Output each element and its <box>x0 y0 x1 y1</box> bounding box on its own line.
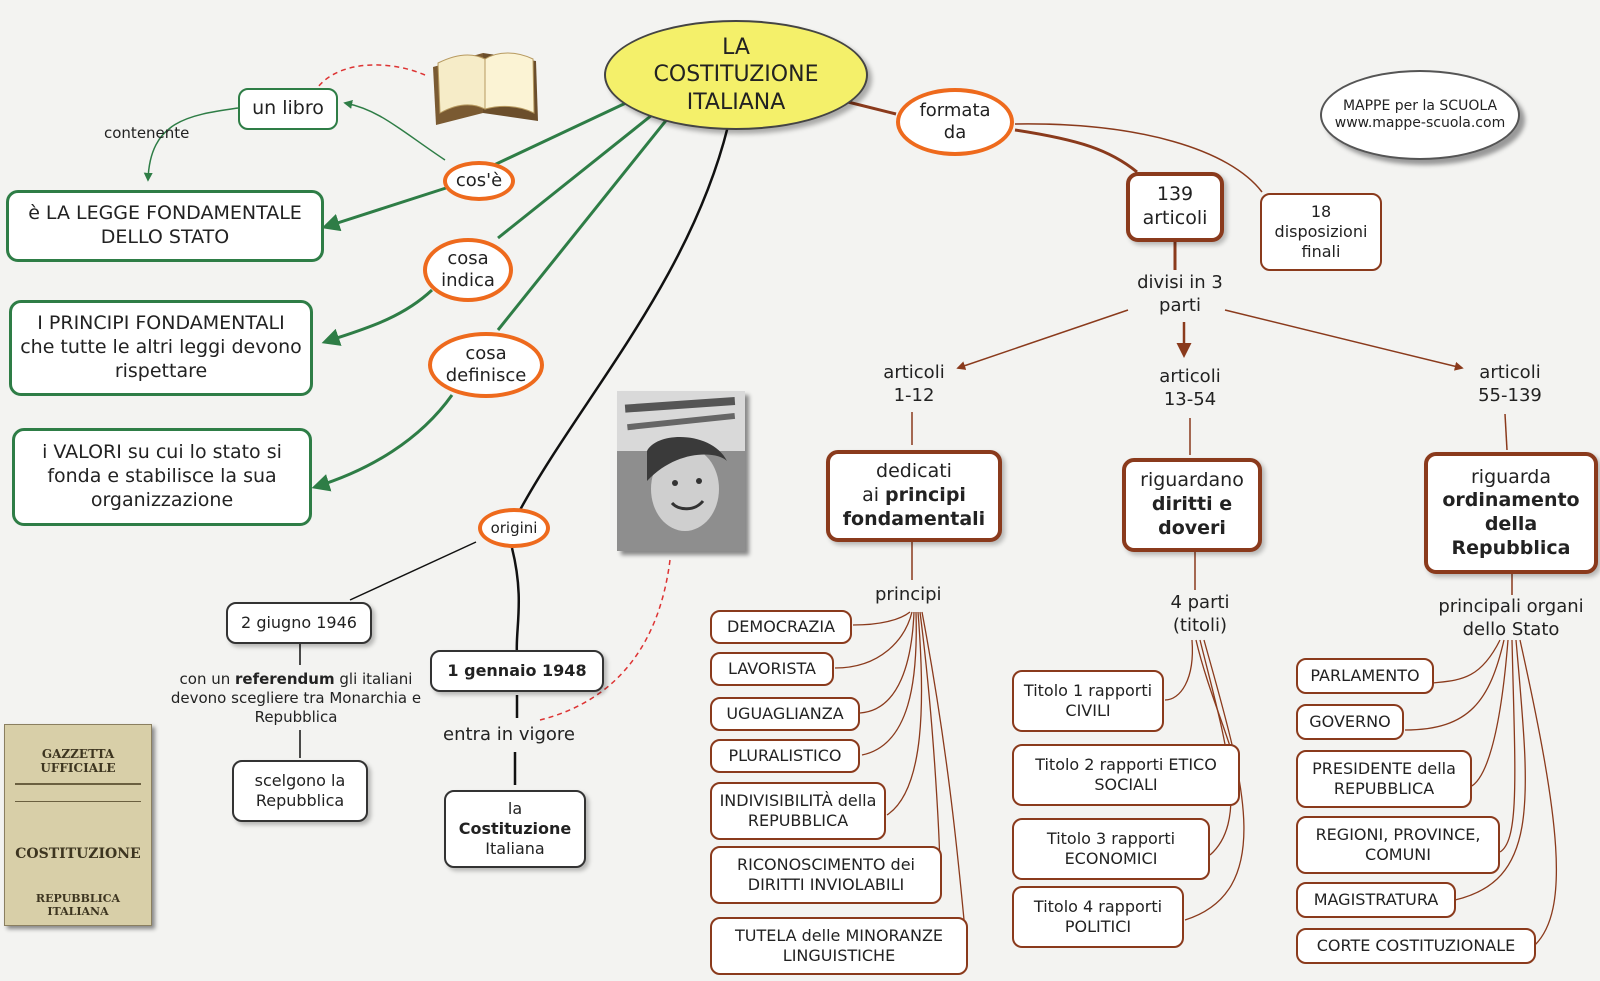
brand-line2: www.mappe-scuola.com <box>1334 115 1506 131</box>
gazzetta-costituzione: COSTITUZIONE <box>15 846 141 862</box>
list-item: MAGISTRATURA <box>1296 882 1456 918</box>
list-item: DEMOCRAZIA <box>710 610 852 644</box>
label-principi: principi <box>875 584 942 605</box>
node-1-gennaio-1948: 1 gennaio 1948 <box>430 650 604 692</box>
node-valori: i VALORI su cui lo stato si fonda e stab… <box>12 428 312 526</box>
label-articoli-13-54: articoli 13-54 <box>1159 366 1221 410</box>
list-item: LAVORISTA <box>710 652 834 686</box>
node-un-libro: un libro <box>238 88 338 130</box>
label-4-parti: 4 parti (titoli) <box>1170 592 1230 636</box>
list-item: CORTE COSTITUZIONALE <box>1296 928 1536 964</box>
list-item: REGIONI, PROVINCE, COMUNI <box>1296 816 1500 874</box>
label-articoli-55-139: articoli 55-139 <box>1478 362 1542 406</box>
label-contenente: contenente <box>104 124 190 142</box>
title-text: LA COSTITUZIONE ITALIANA <box>653 34 819 115</box>
brand-badge: MAPPE per la SCUOLA www.mappe-scuola.com <box>1320 70 1520 160</box>
list-item: Titolo 2 rapporti ETICO SOCIALI <box>1012 744 1240 806</box>
list-item: INDIVISIBILITÀ della REPUBBLICA <box>710 782 886 840</box>
list-item: Titolo 1 rapporti CIVILI <box>1012 670 1164 732</box>
label-principali-organi: principali organi dello Stato <box>1438 596 1584 640</box>
node-principi-fondamentali: I PRINCIPI FONDAMENTALI che tutte le alt… <box>9 300 313 396</box>
label-entra-in-vigore: entra in vigore <box>443 724 575 745</box>
list-item: TUTELA delle MINORANZE LINGUISTICHE <box>710 917 968 975</box>
list-item: RICONOSCIMENTO dei DIRITTI INVIOLABILI <box>710 846 942 904</box>
node-la-costituzione: la Costituzione Italiana <box>444 790 586 868</box>
list-item: PARLAMENTO <box>1296 658 1434 694</box>
label-articoli-1-12: articoli 1-12 <box>883 362 945 406</box>
gazzetta-rule <box>15 783 141 802</box>
node-legge: è LA LEGGE FONDAMENTALE DELLO STATO <box>6 190 324 262</box>
list-item: UGUAGLIANZA <box>710 697 860 731</box>
link-formata-da: formata da <box>896 88 1014 156</box>
list-item: GOVERNO <box>1296 704 1404 740</box>
woman-photo <box>617 391 745 551</box>
gazzetta-image: GAZZETTA UFFICIALE COSTITUZIONE REPUBBLI… <box>4 724 152 926</box>
link-origini: origini <box>478 508 550 548</box>
title-node: LA COSTITUZIONE ITALIANA <box>604 20 868 130</box>
node-2-giugno-1946: 2 giugno 1946 <box>226 602 372 644</box>
gazzetta-title: GAZZETTA UFFICIALE <box>40 747 116 775</box>
text-referendum: con un referendum gli italiani devono sc… <box>170 670 422 726</box>
label-divisi-in-3-parti: divisi in 3 parti <box>1137 272 1223 316</box>
node-scelgono: scelgono la Repubblica <box>232 760 368 822</box>
brand-line1: MAPPE per la SCUOLA <box>1342 97 1498 114</box>
link-cosa-indica: cosa indica <box>423 238 513 302</box>
list-item: PLURALISTICO <box>710 739 860 773</box>
node-18-disposizioni: 18 disposizioni finali <box>1260 193 1382 271</box>
list-item: Titolo 4 rapporti POLITICI <box>1012 886 1184 948</box>
node-diritti-doveri: riguardano diritti e doveri <box>1122 458 1262 552</box>
book-icon <box>433 52 538 125</box>
gazzetta-repubblica: REPUBBLICA ITALIANA <box>35 892 121 918</box>
link-cosa-definisce: cosa definisce <box>428 332 544 398</box>
link-cose: cos'è <box>443 161 515 201</box>
node-139-articoli: 139 articoli <box>1126 172 1224 242</box>
node-ordinamento: riguarda ordinamento della Repubblica <box>1424 452 1598 574</box>
node-dedicati-principi: dedicati ai principi fondamentali <box>826 450 1002 542</box>
list-item: Titolo 3 rapporti ECONOMICI <box>1012 818 1210 880</box>
list-item: PRESIDENTE della REPUBBLICA <box>1296 750 1472 808</box>
